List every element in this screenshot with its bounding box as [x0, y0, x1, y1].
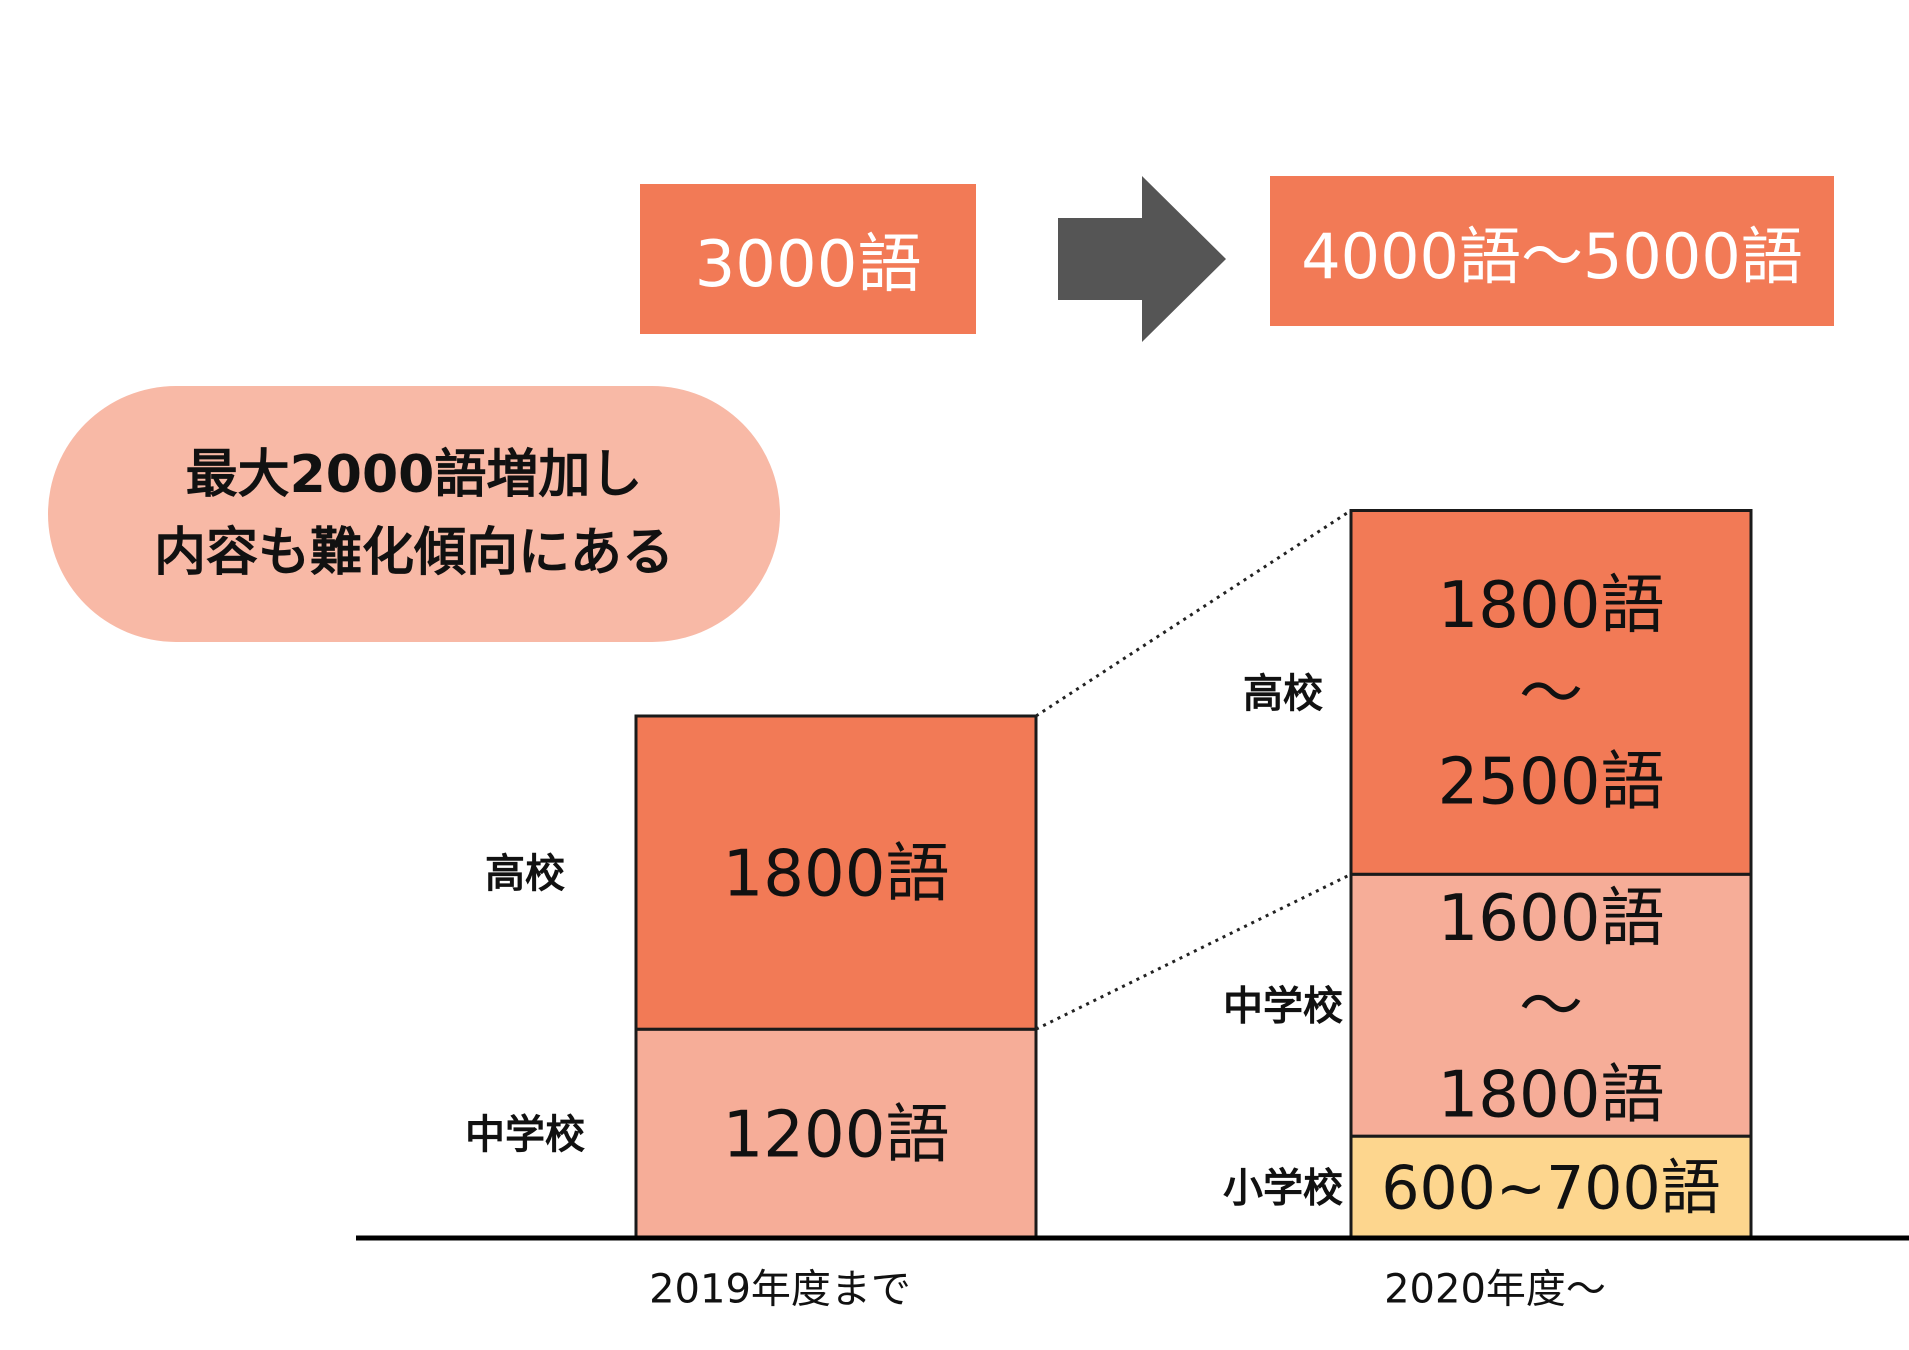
bar-high-school-0	[634, 714, 1038, 1031]
segment-label-elementary-1: 小学校	[1223, 1165, 1343, 1211]
data-label-elementary-1: 600~700語	[1381, 1154, 1720, 1224]
data-label-high-school-1: 1800語～2500語	[1438, 569, 1665, 820]
x-tick-label-0: 2019年度まで	[649, 1266, 911, 1312]
data-label-high-school-0: 1800語	[723, 838, 950, 912]
note-line-2: 内容も難化傾向にある	[153, 523, 674, 583]
total-before-label: 3000語	[694, 228, 922, 302]
segment-label-junior-high-1: 中学校	[1223, 984, 1343, 1030]
segment-label-high-school-0: 高校	[485, 851, 565, 897]
segment-label-junior-high-0: 中学校	[465, 1112, 585, 1158]
note-pill: 最大2000語増加し 内容も難化傾向にある	[48, 386, 780, 642]
data-label-junior-high-0: 1200語	[723, 1099, 950, 1173]
right-arrow-icon	[1058, 176, 1226, 342]
total-after-box: 4000語～5000語	[1270, 176, 1834, 326]
connector-line-bottom	[1035, 872, 1352, 1031]
total-after-label: 4000語～5000語	[1301, 220, 1803, 293]
data-label-junior-high-1: 1600語～1800語	[1438, 882, 1665, 1133]
bar-elementary-1	[1349, 1134, 1753, 1240]
bar-high-school-1	[1349, 509, 1753, 876]
segment-label-high-school-1: 高校	[1243, 671, 1323, 717]
total-before-box: 3000語	[640, 184, 976, 334]
x-tick-label-1: 2020年度～	[1384, 1266, 1606, 1312]
note-line-1: 最大2000語増加し	[185, 445, 643, 505]
connector-line-top	[1035, 509, 1352, 718]
